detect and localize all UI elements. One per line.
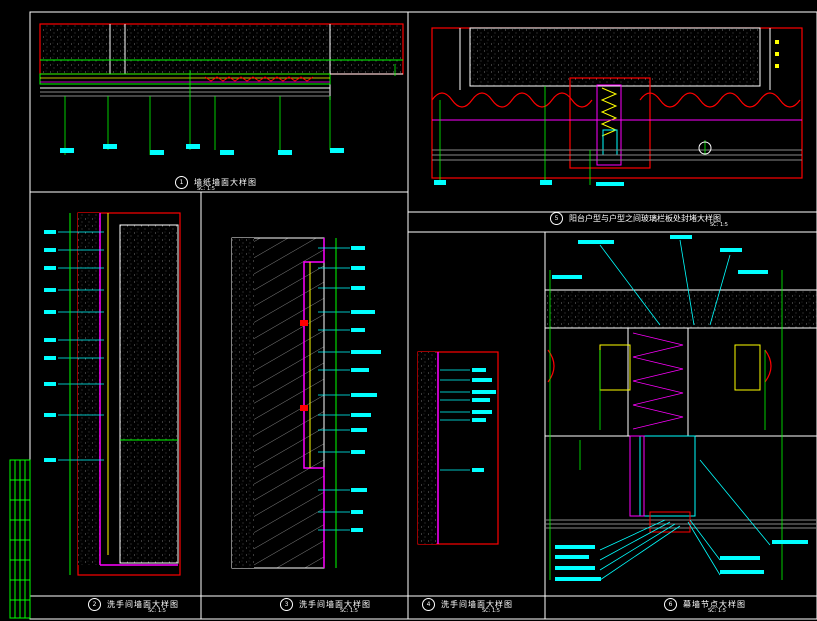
drawing-title-text: 洗手间墙面大样图 [299,600,371,609]
drawing-title-text: 洗手间墙面大样图 [441,600,513,609]
detail-6-curtain-wall-node [544,235,817,581]
drawing-number: 1 [175,176,188,189]
drawing-number: 2 [88,598,101,611]
detail-3-bathroom-wall [231,237,381,569]
drawing-scale: SC: 1:5 [710,222,728,228]
detail-1-wallpaper-wall [39,23,404,155]
drawing-title-2: 2 洗手间墙面大样图 SC: 1:5 [88,598,179,614]
drawing-scale: SC: 1:5 [197,186,215,192]
drawing-scale: SC: 1:5 [482,608,500,614]
drawing-title-text: 洗手间墙面大样图 [107,600,179,609]
drawing-title-text: 阳台户型与户型之间玻璃栏板处封堵大样图 [569,214,721,223]
drawing-scale: SC: 1:5 [148,608,166,614]
drawing-title-1: 1 墙纸墙面大样图 SC: 1:5 [175,176,257,192]
detail-5-glass-railing-seal [431,27,803,186]
drawing-title-text: 幕墙节点大样图 [683,600,746,609]
detail-4-bathroom-wall [417,351,499,545]
drawing-title-4: 4 洗手间墙面大样图 SC: 1:5 [422,598,513,614]
drawing-title-text: 墙纸墙面大样图 [194,178,257,187]
drawing-title-5: 5 阳台户型与户型之间玻璃栏板处封堵大样图 SC: 1:5 [550,212,728,228]
drawing-scale: SC: 1:5 [708,608,726,614]
drawing-number: 6 [664,598,677,611]
drawing-number: 4 [422,598,435,611]
drawing-number: 5 [550,212,563,225]
drawing-number: 3 [280,598,293,611]
drawing-scale: SC: 1:5 [340,608,358,614]
drawing-title-3: 3 洗手间墙面大样图 SC: 1:5 [280,598,371,614]
detail-2-bathroom-wall [44,212,181,576]
drawing-title-6: 6 幕墙节点大样图 SC: 1:5 [664,598,746,614]
title-block-strip [9,459,31,619]
